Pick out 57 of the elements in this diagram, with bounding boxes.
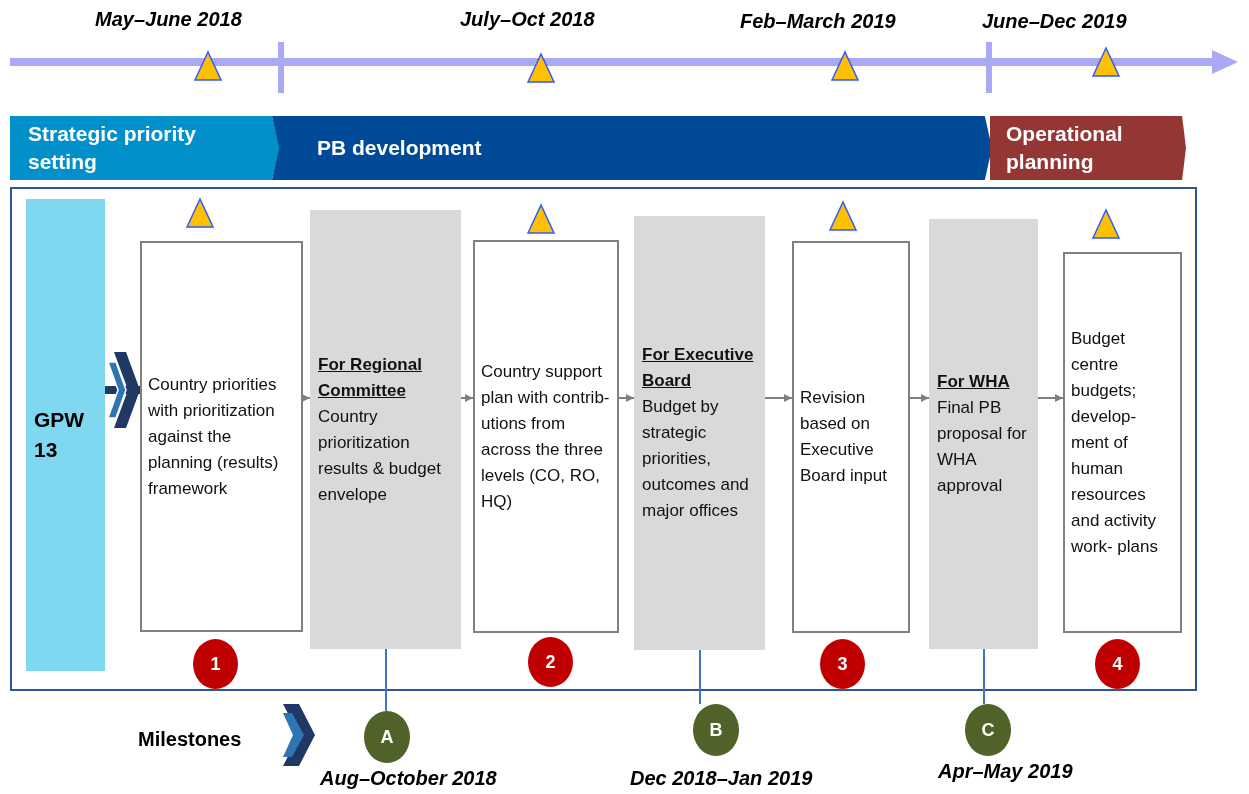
step-number-text: 1 [210, 653, 221, 675]
date-label: Feb–March 2019 [740, 10, 896, 33]
connector-line [699, 649, 701, 705]
phase-banner [10, 116, 280, 180]
arrow [1037, 394, 1064, 402]
milestone-letter: B [709, 719, 723, 741]
panel-text: Final PB proposal for WHA approval [937, 397, 1028, 497]
step-number [528, 637, 573, 687]
step-number [193, 639, 238, 689]
phase-banner [272, 116, 992, 180]
date-label: June–Dec 2019 [982, 10, 1127, 33]
process-box [473, 240, 619, 633]
phase-label: Strategic priority setting [28, 121, 198, 175]
arrow [909, 394, 930, 402]
milestone-circle [364, 711, 410, 763]
gpw-bar [26, 199, 105, 671]
step-text: Revision based on Executive Board input [800, 387, 888, 487]
process-box [140, 241, 303, 632]
phase-label: PB development [317, 135, 482, 161]
row-label: Milestones [138, 728, 242, 751]
date-label: July–Oct 2018 [460, 8, 595, 31]
date-label: Apr–May 2019 [938, 760, 1073, 783]
step-number-text: 2 [545, 651, 556, 673]
panel-heading: For Executive Board [642, 344, 755, 392]
frame-box [10, 187, 1197, 691]
panel-heading: For Regional Committee [318, 353, 423, 402]
connector-line [983, 648, 985, 705]
process-box [1063, 252, 1182, 633]
panel-text: Country prioritization results & budget envelope [318, 405, 442, 506]
milestone-letter: C [981, 719, 995, 741]
milestone-circle [693, 704, 739, 756]
panel-text: Budget by strategic priorities, outcomes and major offices [642, 396, 750, 522]
approval-panel [310, 210, 461, 649]
process-box [792, 241, 910, 633]
date-label: May–June 2018 [95, 8, 242, 31]
step-text: Country priorities with prioritization against the planning (results) framework [148, 373, 280, 500]
phase-banner [990, 116, 1186, 180]
milestone-letter: A [380, 726, 394, 748]
panel-heading: For WHA [937, 371, 1011, 393]
arrow [764, 394, 793, 402]
step-text: Country support plan with contrib- utions from across the three levels (CO, RO, HQ) [481, 360, 611, 513]
phase-label: Operational planning [1006, 121, 1124, 175]
approval-panel [634, 216, 765, 650]
date-label: Dec 2018–Jan 2019 [630, 767, 813, 790]
connector-line [385, 648, 387, 712]
approval-panel [929, 219, 1038, 649]
milestone-circle [965, 704, 1011, 756]
step-number [820, 639, 865, 689]
arrow [460, 394, 474, 402]
programme-label: GPW 13 [34, 407, 86, 463]
step-number-text: 3 [837, 653, 848, 675]
date-label: Aug–October 2018 [320, 767, 497, 790]
step-text: Budget centre budgets; develop- ment of human resources and activity work- plans [1071, 327, 1159, 558]
step-number-text: 4 [1112, 653, 1123, 675]
arrow [302, 394, 311, 402]
step-number [1095, 639, 1140, 689]
arrow [618, 394, 635, 402]
